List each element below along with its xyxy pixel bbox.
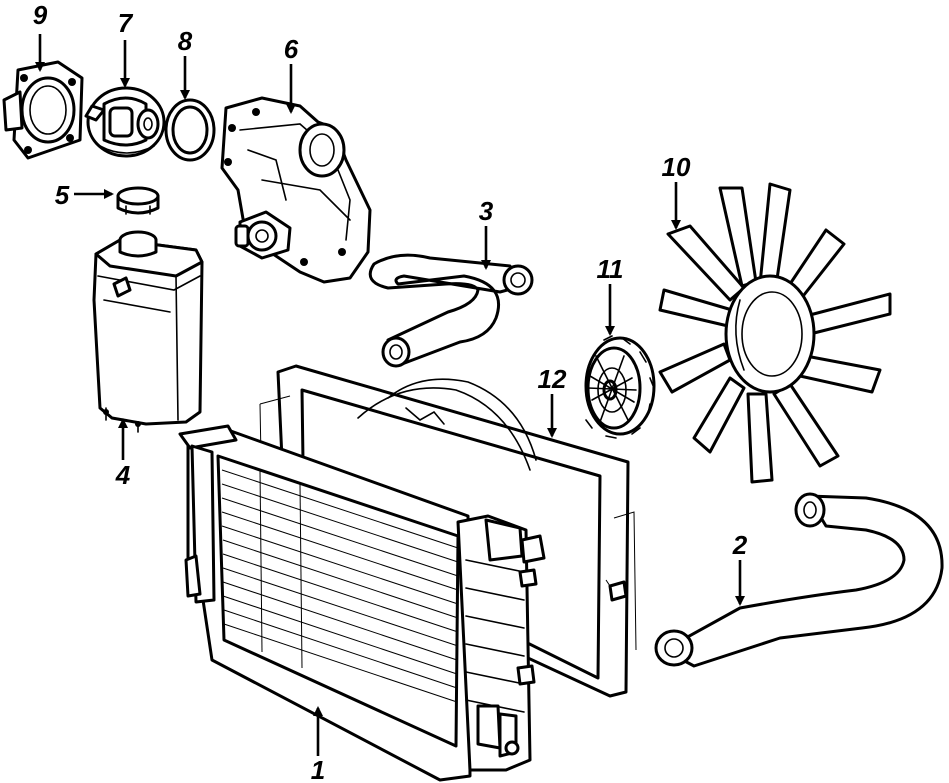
fan-clutch (584, 335, 656, 439)
callout-labels: 9 7 8 6 5 3 10 11 12 4 2 1 (33, 0, 748, 783)
callout-7: 7 (118, 8, 134, 38)
thermostat-housing (2, 60, 84, 160)
callout-leaders (35, 34, 745, 756)
lower-hose (654, 492, 944, 668)
callout-9: 9 (33, 0, 48, 30)
reservoir (92, 230, 204, 433)
radiator (178, 424, 546, 782)
callout-2: 2 (732, 530, 748, 560)
callout-10: 10 (662, 152, 691, 182)
water-pump (220, 96, 372, 284)
reservoir-cap (116, 186, 160, 215)
callout-5: 5 (55, 180, 70, 210)
thermostat-gasket (164, 98, 216, 162)
upper-hose (368, 253, 534, 368)
callout-3: 3 (479, 196, 494, 226)
callout-6: 6 (284, 34, 299, 64)
thermostat (84, 86, 166, 158)
callout-1: 1 (311, 755, 325, 783)
callout-8: 8 (178, 26, 193, 56)
radiator-core-fins (221, 469, 459, 703)
fan-blade (658, 182, 892, 484)
callout-12: 12 (538, 364, 567, 394)
callout-11: 11 (597, 254, 624, 284)
callout-4: 4 (115, 460, 131, 490)
